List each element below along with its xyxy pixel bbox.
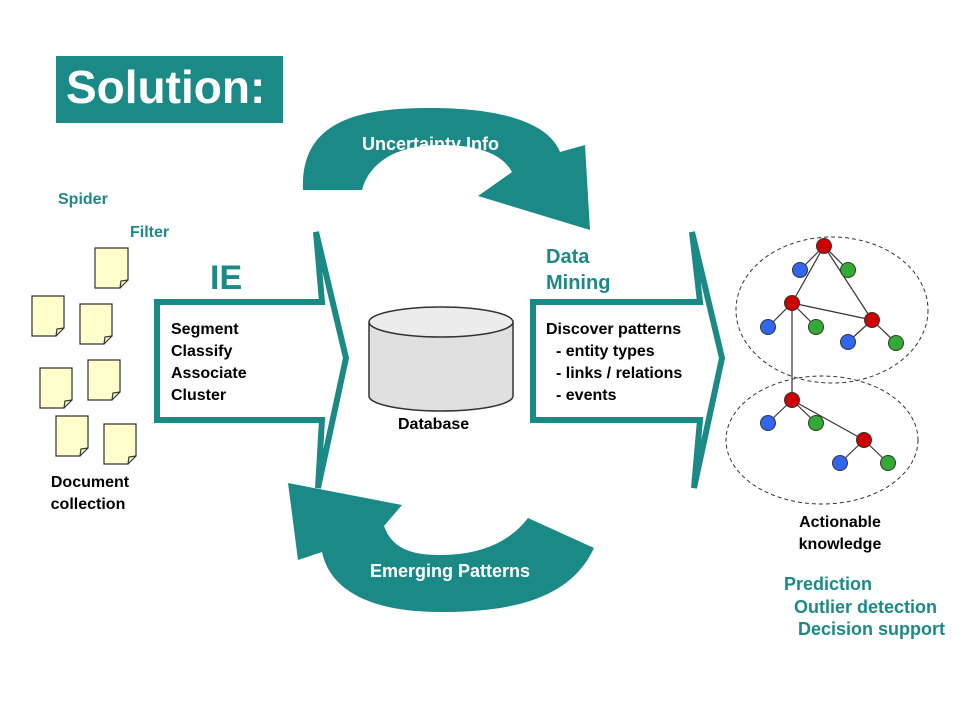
ie-step: Segment (171, 321, 239, 338)
dm-step: - entity types (556, 343, 655, 360)
uncertainty-info-arrow (302, 108, 590, 230)
database-icon (368, 306, 514, 412)
actionable-knowledge-line: Actionable (799, 514, 881, 531)
data-mining-line: Mining (546, 272, 611, 294)
database-label: Database (398, 416, 470, 433)
node-red (856, 432, 872, 448)
node-green (888, 335, 904, 351)
page-title: Solution: (66, 61, 266, 113)
node-red (784, 295, 800, 311)
emerging-patterns-label: Emerging Patterns (370, 561, 531, 581)
document-collection-line: Document (50, 474, 130, 491)
document-collection-line: collection (50, 496, 126, 513)
document-icon (55, 415, 89, 457)
data-mining-arrow (530, 231, 726, 489)
emerging-patterns-arrow (288, 483, 594, 612)
document-icon (31, 295, 65, 337)
document-icon (103, 423, 137, 465)
graph-edges (767, 245, 897, 464)
ie-step: Cluster (171, 387, 227, 404)
cluster-ellipse (725, 375, 919, 505)
uncertainty-info-label: Uncertainty Info (362, 134, 500, 154)
node-red (784, 392, 800, 408)
ie-step: Associate (171, 365, 247, 382)
node-blue (792, 262, 808, 278)
actionable-knowledge-label: Actionable knowledge (780, 512, 900, 556)
node-red (816, 238, 832, 254)
document-icon (87, 359, 121, 401)
node-blue (832, 455, 848, 471)
outcome-decision-support: Decision support (798, 619, 946, 639)
ie-arrow (154, 231, 350, 489)
data-mining-label: Data Mining (546, 244, 610, 296)
actionable-knowledge-line: knowledge (798, 536, 882, 553)
ie-step: Classify (171, 343, 233, 360)
ie-label: IE (210, 259, 243, 297)
node-red (864, 312, 880, 328)
node-green (808, 415, 824, 431)
outcome-outlier-detection: Outlier detection (794, 597, 938, 617)
spider-label: Spider (58, 191, 108, 208)
title-box: Solution: (56, 56, 283, 123)
node-green (840, 262, 856, 278)
node-blue (760, 319, 776, 335)
node-blue (760, 415, 776, 431)
document-collection-label: Document collection (40, 472, 140, 516)
dm-step: Discover patterns (546, 321, 682, 338)
dm-steps: Discover patterns - entity types - links… (546, 319, 682, 407)
node-green (880, 455, 896, 471)
data-mining-line: Data (546, 246, 590, 268)
node-green (808, 319, 824, 335)
node-blue (840, 334, 856, 350)
cluster-ellipse (735, 236, 929, 384)
ie-steps: Segment Classify Associate Cluster (171, 319, 247, 407)
dm-step: - events (556, 387, 617, 404)
document-icon (94, 247, 129, 289)
dm-step: - links / relations (556, 365, 683, 382)
document-icon (39, 367, 73, 409)
graph-nodes (760, 238, 904, 471)
knowledge-graph (725, 236, 929, 505)
document-collection-icon (31, 247, 137, 465)
filter-label: Filter (130, 224, 170, 241)
document-icon (79, 303, 113, 345)
outcome-prediction: Prediction (784, 574, 873, 594)
